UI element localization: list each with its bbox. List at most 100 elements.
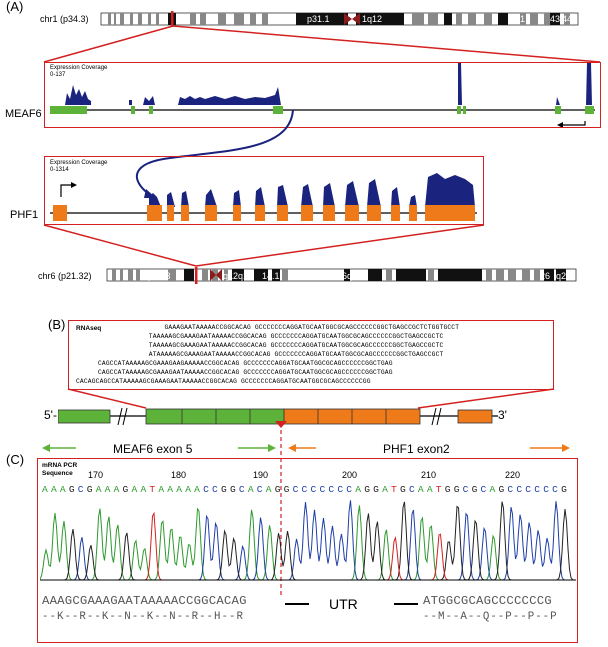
trace-a (40, 505, 576, 581)
chr6-band-p22: p22.3 (148, 271, 171, 281)
chr6-label: chr6 (p21.32) (38, 271, 92, 281)
base-call: C (328, 484, 335, 495)
base-call: A (158, 484, 165, 495)
base-call: T (149, 484, 156, 495)
chr6-band-6q21: 6q21 (342, 271, 363, 281)
base-call: A (50, 484, 57, 495)
base-call: C (77, 484, 84, 495)
base-call: G (221, 484, 227, 495)
chr1-label: chr1 (p34.3) (40, 14, 89, 24)
fusion-transcript (58, 407, 498, 426)
chr1-zoom-lines (43, 25, 601, 63)
base-call: G (561, 484, 567, 495)
rnaseq-read: CAGCCATAAAAAGCGAAAGAAGAAAAACCGGCACAG GCC… (98, 360, 393, 367)
base-call: C (346, 484, 353, 495)
rnaseq-title: RNAseq (76, 325, 102, 332)
base-call: C (319, 484, 326, 495)
base-call: A (194, 484, 200, 495)
base-call: A (131, 484, 138, 495)
meaf6-amino-acids: --K--R--K--N--K--N--R--H--R (42, 611, 244, 623)
base-call: C (408, 484, 415, 495)
chr6-band-q12: q12 (223, 271, 239, 281)
chr1-ideogram (100, 11, 579, 27)
position-170: 170 (88, 470, 104, 480)
trace-g (40, 501, 576, 581)
base-call: C (534, 484, 541, 495)
base-call: C (337, 484, 344, 495)
base-call: A (355, 484, 362, 495)
base-call: A (104, 484, 111, 495)
phf1-amino-acids: --M--A--Q--P--P--P (423, 611, 558, 623)
meaf6-coverage-range: 0-137 (50, 72, 66, 78)
base-call: A (489, 484, 496, 495)
base-call: G (68, 484, 75, 495)
base-call: A (176, 484, 183, 495)
position-180: 180 (171, 470, 187, 480)
base-call: G (453, 484, 460, 495)
chr6-band-15: 15 (292, 271, 303, 281)
chr6-band-q13: q13 (238, 271, 254, 281)
base-call: C (507, 484, 514, 495)
chr6-ideogram (106, 267, 577, 284)
base-call: C (238, 484, 245, 495)
phf1-gene-label: PHF1 (10, 209, 39, 221)
base-call: T (435, 484, 442, 495)
base-call: G (471, 484, 478, 495)
base-call: A (185, 484, 191, 495)
meaf6-exon-arrows (42, 444, 276, 452)
base-call: C (543, 484, 549, 495)
phf1-track-box (44, 156, 484, 225)
trace-c (40, 500, 576, 581)
chr1-band-43: 43 (550, 14, 561, 24)
rnaseq-zoom-lines (67, 388, 555, 409)
base-call: A (382, 484, 388, 495)
base-call: A (59, 484, 66, 495)
utr-divider-left (285, 603, 309, 605)
base-call: A (42, 484, 48, 495)
base-call: A (140, 484, 147, 495)
chr6-band-26: 26 (540, 271, 551, 281)
base-call: A (167, 484, 174, 495)
base-call: T (391, 484, 397, 495)
base-call: G (373, 484, 379, 495)
three-prime-label: -3' (494, 408, 507, 422)
base-call: G (444, 484, 451, 495)
base-call: C (212, 484, 218, 495)
base-call: G (498, 484, 505, 495)
base-call: C (462, 484, 469, 495)
phf1-exon-arrows (288, 444, 570, 452)
chr6-band-q27: q27 (556, 271, 572, 281)
base-call: C (203, 484, 209, 495)
base-call: G (283, 484, 290, 495)
chr1-band-q41: q41 (510, 14, 526, 24)
meaf6-exon-label: MEAF6 exon 5 (113, 442, 193, 456)
base-call: A (95, 484, 102, 495)
position-220: 220 (505, 470, 521, 480)
rnaseq-read: TAAAAAGCGAAAGAATAAAAACCGGCACAG GCCCCCCCA… (137, 342, 444, 349)
position-190: 190 (253, 470, 269, 480)
phf1-coverage-title: Expression Coverage (50, 160, 108, 166)
base-call: G (86, 484, 93, 495)
meaf6-track-box (44, 62, 601, 128)
utr-divider-right (394, 603, 418, 605)
chr6-band-14: 14.1 (262, 271, 280, 281)
base-call: A (417, 484, 424, 495)
chr1-band-p31: p31.1 (307, 14, 330, 24)
position-200: 200 (342, 470, 358, 480)
base-call: C (525, 484, 532, 495)
meaf6-gene-label: MEAF6 (5, 108, 42, 120)
phf1-sequence: ATGGCGCAGCCCCCCCG (423, 594, 552, 608)
base-call: C (301, 484, 308, 495)
base-call: G (122, 484, 129, 495)
panel-b-label: (B) (48, 317, 66, 332)
base-call: G (229, 484, 236, 495)
base-call: C (552, 484, 558, 495)
rnaseq-read: ATAAAAAGCGAAAGAATAAAAACCGGCACAG GCCCCCCC… (137, 351, 444, 358)
base-call: G (274, 484, 281, 495)
base-call: A (265, 484, 272, 495)
base-call: C (256, 484, 263, 495)
meaf6-coverage-title: Expression Coverage (50, 65, 108, 71)
base-call: C (310, 484, 317, 495)
rnaseq-box (68, 320, 554, 390)
chromatogram-box (37, 458, 578, 643)
